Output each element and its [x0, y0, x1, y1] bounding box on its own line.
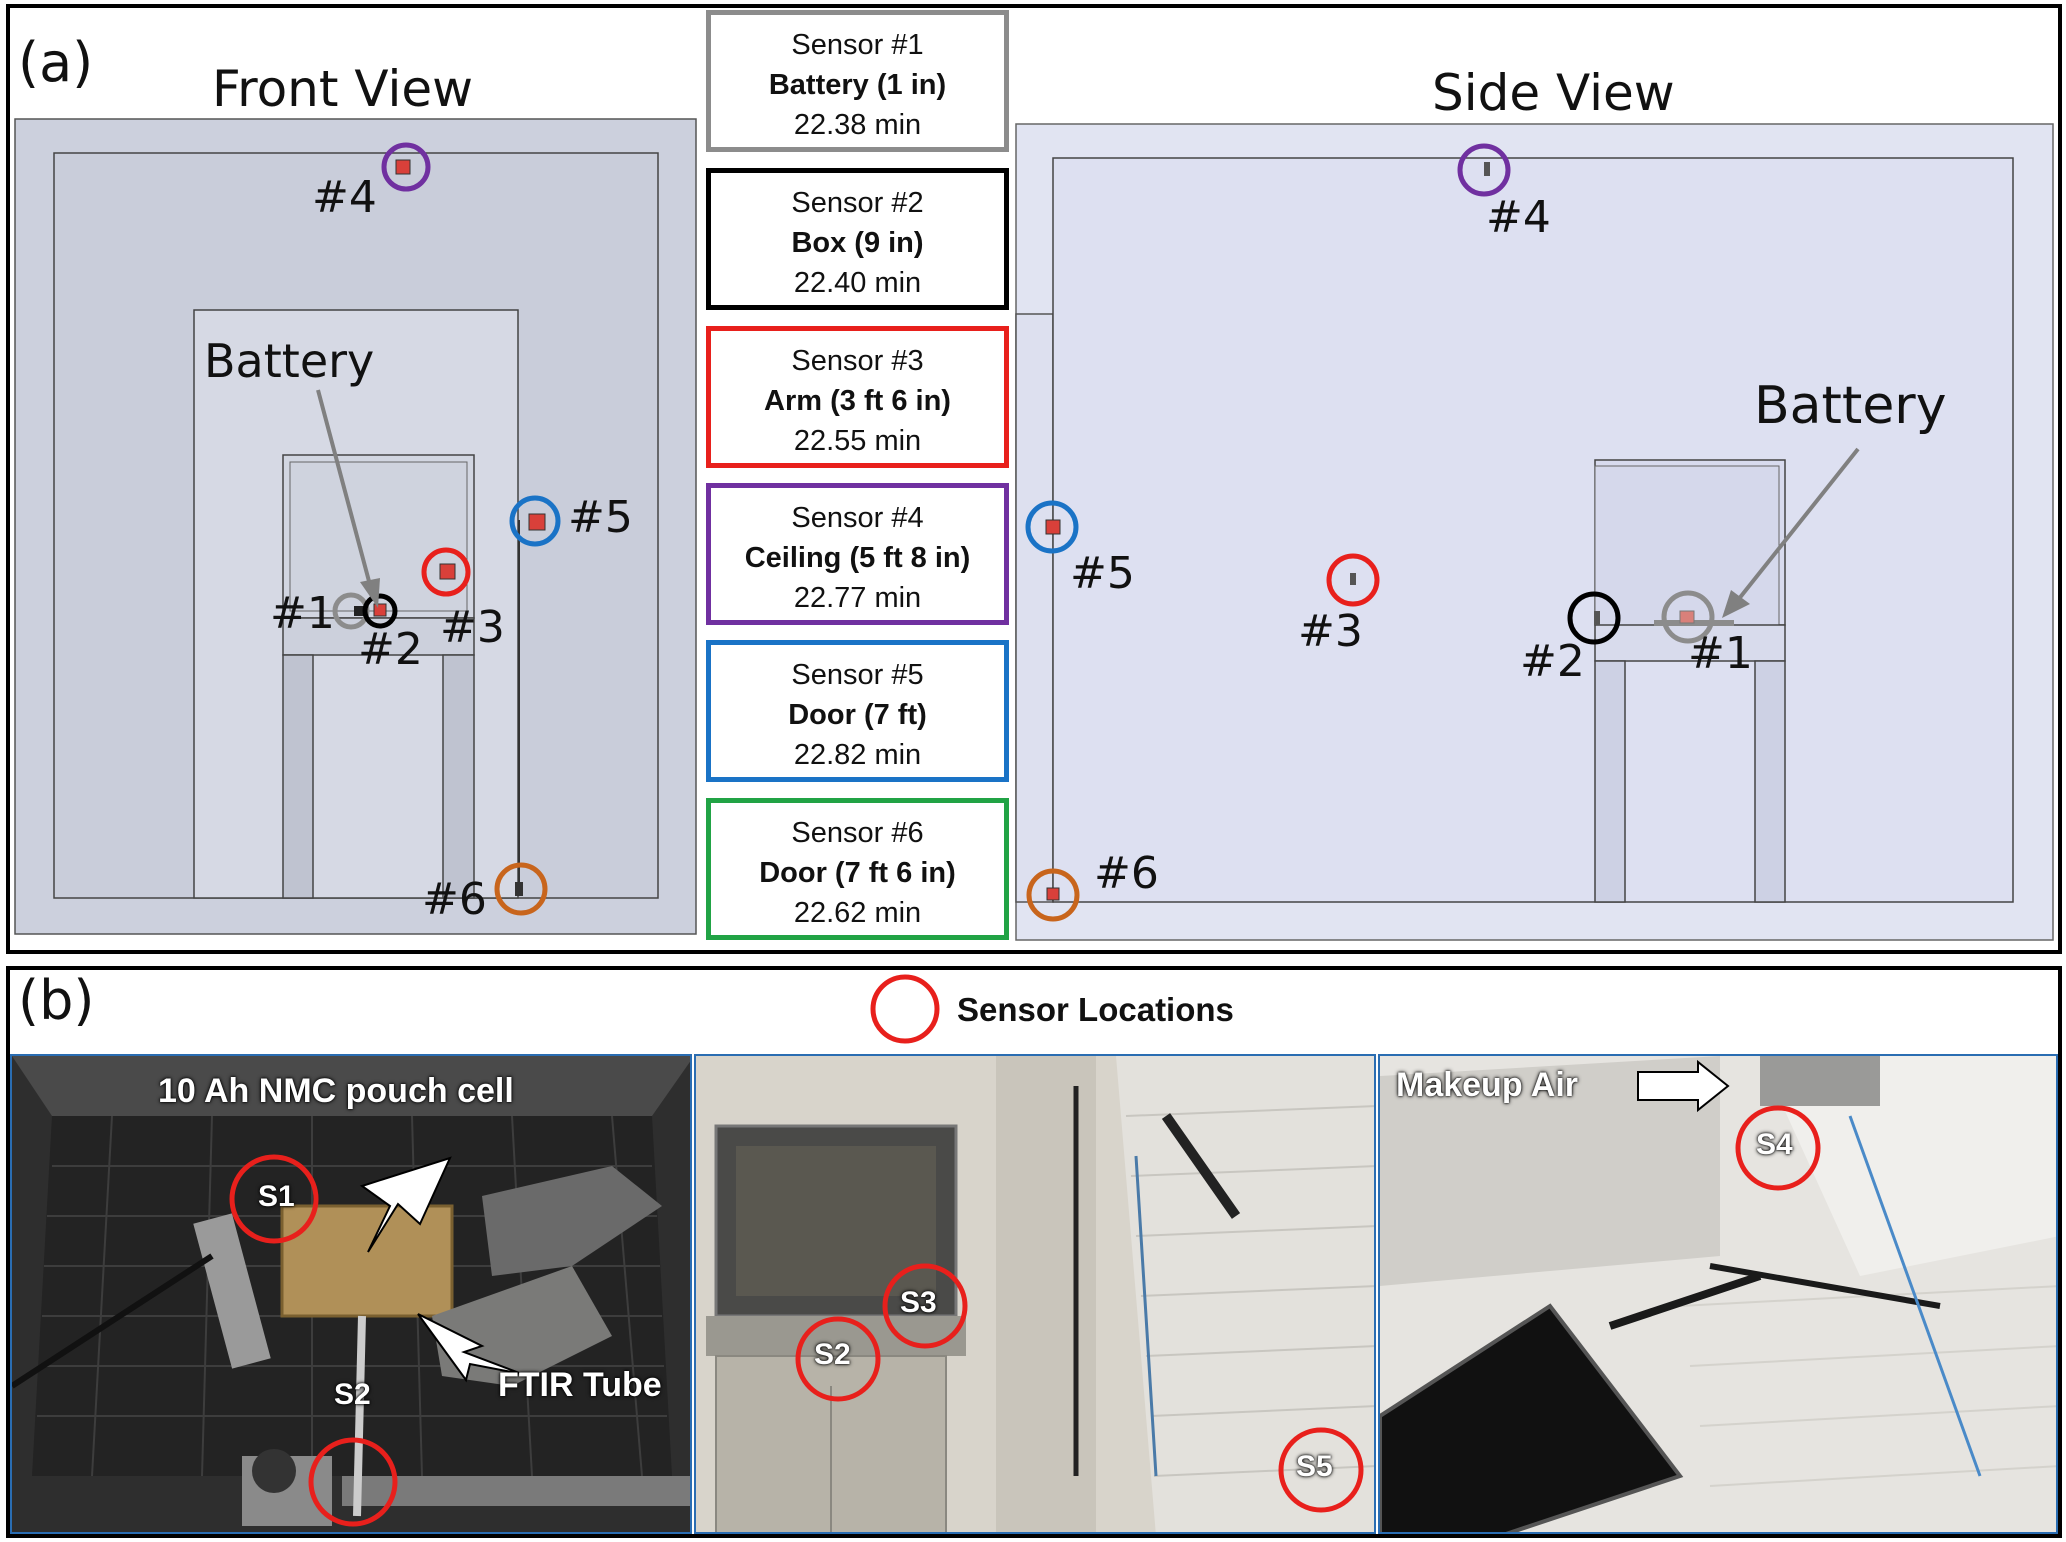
front-marker-1: #1: [270, 588, 335, 639]
front-table-leg-right: [442, 654, 475, 899]
photo3-sensor-s4: S4: [1756, 1128, 1793, 1161]
front-battery-label: Battery: [204, 334, 375, 388]
photo1-sensor-s2: S2: [334, 1378, 371, 1411]
photo2-sensor-s5: S5: [1296, 1450, 1333, 1483]
photo-ceiling-illustration: [1380, 1056, 2056, 1532]
makeup-air-label: Makeup Air: [1396, 1066, 1579, 1104]
sensor-box-2-location: Box (9 in): [791, 227, 924, 259]
photo-pouch-cell-illustration: [12, 1056, 690, 1532]
front-sensor-6-marker: [494, 862, 548, 916]
side-marker-3: #3: [1298, 606, 1363, 657]
side-door-strip: [1015, 313, 1054, 903]
side-marker-5: #5: [1070, 548, 1135, 599]
legend-label: Sensor Locations: [957, 991, 1234, 1028]
front-sensor-5-marker: [509, 495, 561, 547]
front-marker-3: #3: [440, 602, 505, 653]
side-sensor-2-marker: [1567, 591, 1621, 645]
side-room: [1052, 157, 2014, 903]
sensor-box-4-time: 22.77 min: [793, 582, 922, 614]
side-sensor-5-marker: [1025, 500, 1079, 554]
front-sensor-2-marker: [362, 593, 398, 629]
side-sensor-4-marker: [1457, 143, 1511, 197]
ftir-tube-label: FTIR Tube: [498, 1366, 662, 1404]
sensor-box-6-location: Door (7 ft 6 in): [759, 857, 956, 889]
sensor-box-6-name: Sensor #6: [791, 817, 924, 849]
sensor-box-4-name: Sensor #4: [791, 502, 924, 534]
photo-enclosure: S2 S3 S5: [694, 1054, 1376, 1534]
front-marker-6: #6: [422, 874, 487, 925]
sensor-box-4: Sensor #4 Ceiling (5 ft 8 in) 22.77 min: [706, 483, 1009, 625]
pouch-cell-label: 10 Ah NMC pouch cell: [158, 1072, 514, 1110]
photo-ceiling: Makeup Air S4: [1378, 1054, 2058, 1534]
side-marker-2: #2: [1520, 636, 1585, 687]
side-table-top: [1594, 624, 1786, 662]
sensor-box-5: Sensor #5 Door (7 ft) 22.82 min: [706, 640, 1009, 782]
front-marker-4: #4: [312, 172, 377, 223]
front-table-leg-left: [282, 654, 314, 899]
sensor-box-3-time: 22.55 min: [793, 425, 922, 457]
sensor-box-2-time: 22.40 min: [793, 267, 922, 299]
sensor-box-1: Sensor #1 Battery (1 in) 22.38 min: [706, 10, 1009, 152]
photo2-sensor-s3: S3: [900, 1286, 937, 1319]
side-marker-1: #1: [1688, 628, 1753, 679]
panel-b-letter: (b): [18, 969, 95, 1032]
side-battery-label: Battery: [1754, 376, 1947, 436]
sensor-box-5-name: Sensor #5: [791, 659, 924, 691]
photo1-sensor-s1: S1: [258, 1180, 295, 1213]
photo-enclosure-illustration: [696, 1056, 1374, 1532]
front-view-diagram: [14, 118, 2054, 941]
photo-pouch-cell: 10 Ah NMC pouch cell FTIR Tube S1 S2: [10, 1054, 692, 1534]
front-view-title: Front View: [212, 60, 474, 118]
sensor-box-3-name: Sensor #3: [791, 345, 924, 377]
sensor-box-1-location: Battery (1 in): [768, 69, 947, 101]
photo2-sensor-s2: S2: [814, 1338, 851, 1371]
side-table-leg-left: [1594, 660, 1626, 903]
side-battery-arrow: [1722, 447, 1860, 618]
front-marker-2: #2: [358, 624, 423, 675]
sensor-box-2: Sensor #2 Box (9 in) 22.40 min: [706, 168, 1009, 310]
sensor-box-6: Sensor #6 Door (7 ft 6 in) 22.62 min: [706, 798, 1009, 940]
sensor-box-6-time: 22.62 min: [793, 897, 922, 929]
side-marker-4: #4: [1486, 192, 1551, 243]
side-table-leg-right: [1754, 660, 1786, 903]
sensor-box-1-time: 22.38 min: [793, 109, 922, 141]
sensor-box-4-location: Ceiling (5 ft 8 in): [744, 542, 971, 574]
side-enclosure-inner: [1594, 465, 1780, 626]
sensor-box-3: Sensor #3 Arm (3 ft 6 in) 22.55 min: [706, 326, 1009, 468]
sensor-box-2-name: Sensor #2: [791, 187, 924, 219]
side-sensor-6-marker: [1026, 868, 1080, 922]
side-view-title: Side View: [1432, 64, 1675, 122]
panel-a-letter: (a): [18, 31, 94, 94]
sensor-box-5-location: Door (7 ft): [788, 699, 927, 731]
front-marker-5: #5: [568, 492, 633, 543]
side-sensor-1-marker: [1661, 590, 1715, 644]
sensor-box-3-location: Arm (3 ft 6 in): [764, 385, 951, 417]
sensor-box-5-time: 22.82 min: [793, 739, 922, 771]
front-battery-arrow: [316, 389, 380, 608]
sensor-box-1-name: Sensor #1: [791, 29, 924, 61]
side-marker-6: #6: [1094, 848, 1159, 899]
front-sensor-4-marker: [381, 142, 431, 192]
side-sensor-3-marker: [1326, 553, 1380, 607]
front-sensor-3-marker: [421, 547, 471, 597]
